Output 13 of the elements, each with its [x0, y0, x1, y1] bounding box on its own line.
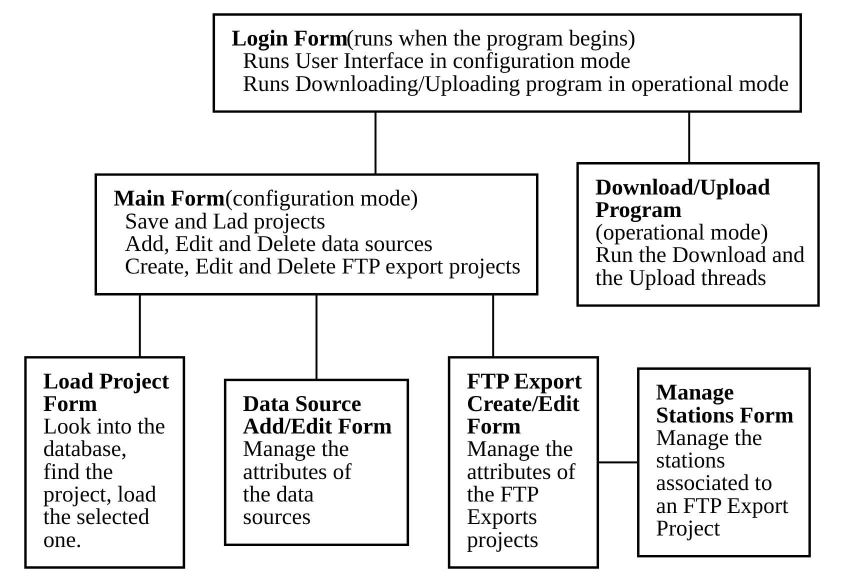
connector: [688, 112, 690, 164]
node-box: FTP Export Create/Edit Form Manage the attributes of the FTP Exports projects: [448, 356, 600, 569]
node-box: Download/Upload Program (operational mode) Run the Download and the Upload threads: [576, 162, 820, 307]
node-box: Load Project Form Look into the database, find the project, load the selected one.: [24, 356, 186, 569]
node-box: Data Source Add/Edit Form Manage the attributes of the data sources: [224, 378, 410, 546]
connector: [316, 294, 318, 380]
connector: [374, 112, 376, 174]
node-box: Manage Stations Form Manage the stations associated to an FTP Export Project: [637, 367, 811, 558]
node-box: Main Form(configuration mode) Save and Lad projects Add, Edit and Delete data sources Create, Edit and Delete FTP export projects: [94, 173, 538, 296]
connector: [492, 294, 494, 358]
node-box: Login Form(runs when the program begins) Runs User Interface in configuration mode Runs Downloading/Uploading program in operational mode: [212, 13, 802, 113]
connector: [138, 294, 141, 358]
connector: [598, 461, 638, 464]
